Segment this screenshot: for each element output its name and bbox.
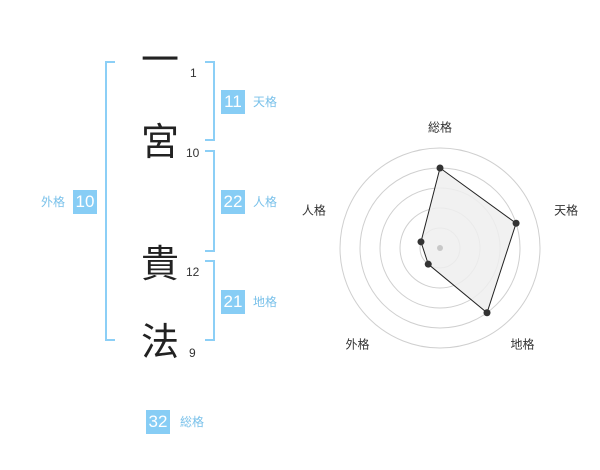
stroke-count-3: 12	[186, 265, 200, 279]
radar-area	[420, 167, 517, 314]
radar-axis-label-3: 地格	[511, 337, 535, 352]
radar-point-2	[512, 219, 520, 227]
jinkaku-label: 人格	[253, 195, 278, 209]
tenkaku-value-badge: 11	[221, 90, 245, 114]
radar-center-dot	[437, 245, 443, 251]
radar-point-1	[436, 164, 444, 172]
radar-axis-label-2: 天格	[554, 202, 578, 217]
soukaku-value-badge: 32	[146, 410, 170, 434]
chikaku-value-badge: 21	[221, 290, 245, 314]
stroke-count-2: 10	[186, 146, 200, 160]
name-char-1: 一	[140, 38, 179, 82]
gaikaku-label: 外格	[41, 195, 66, 209]
chikaku-label: 地格	[253, 295, 278, 309]
jinkaku-value-badge: 22	[221, 190, 245, 214]
name-char-2: 宮	[140, 120, 179, 164]
soukaku-label: 総格	[180, 415, 205, 429]
jinkaku-bracket	[205, 150, 215, 252]
stroke-count-4: 9	[189, 346, 196, 360]
gaikaku-bracket	[105, 61, 115, 341]
name-char-4: 法	[140, 320, 179, 364]
name-char-3: 貴	[140, 242, 179, 286]
radar-points	[417, 164, 520, 317]
radar-axis-label-5: 人格	[302, 202, 326, 217]
stroke-count-1: 1	[190, 66, 197, 80]
radar-ring-5	[339, 147, 541, 349]
radar-axis-label-4: 外格	[345, 337, 369, 352]
gaikaku-value-badge: 10	[73, 190, 97, 214]
chikaku-bracket	[205, 260, 215, 341]
radar-point-4	[424, 260, 432, 268]
radar-point-5	[417, 238, 425, 246]
radar-point-3	[483, 309, 491, 317]
tenkaku-label: 天格	[253, 95, 278, 109]
radar-axis-label-1: 総格	[428, 120, 452, 135]
tenkaku-bracket	[205, 61, 215, 141]
